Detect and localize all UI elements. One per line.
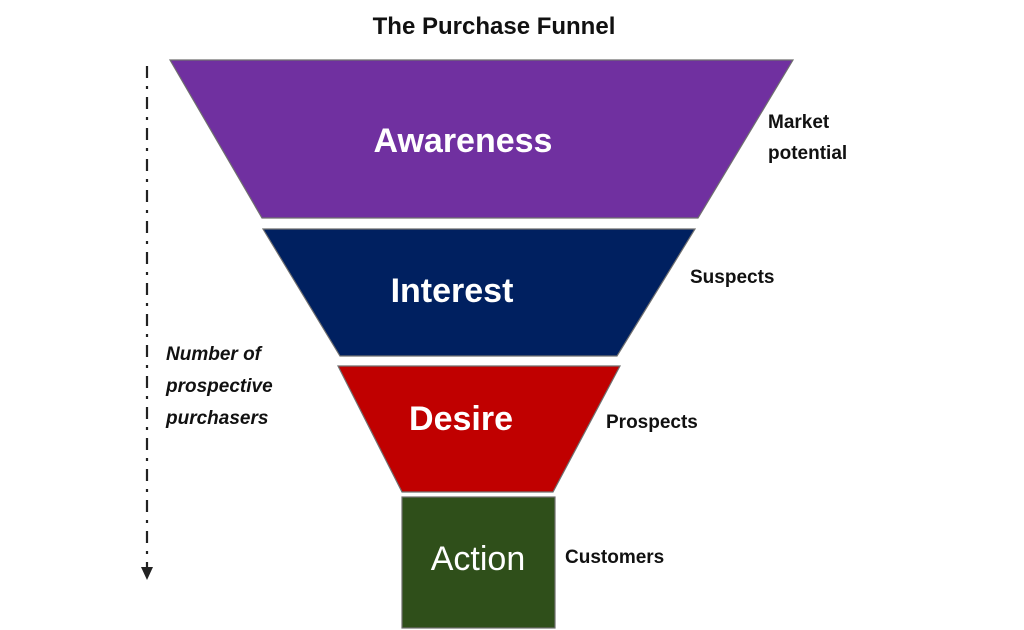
side-label-awareness-line-2: potential	[768, 143, 847, 164]
funnel-stage-action: Action Customers	[401, 496, 664, 629]
funnel-stage-desire: Desire Prospects	[337, 365, 698, 493]
stage-label-action: Action	[431, 540, 526, 578]
axis-label-line-3: purchasers	[165, 408, 268, 429]
stage-label-desire: Desire	[409, 400, 513, 438]
funnel-segment-awareness	[168, 59, 795, 219]
funnel-stage-awareness: Awareness Market potential	[168, 59, 847, 219]
side-label-interest: Suspects	[690, 267, 774, 288]
funnel-segment-interest	[261, 228, 697, 357]
stage-label-awareness: Awareness	[374, 122, 553, 160]
axis-label-line-1: Number of	[166, 344, 263, 365]
diagram-title: The Purchase Funnel	[373, 13, 616, 40]
side-label-action: Customers	[565, 547, 664, 568]
arrow-down-icon	[141, 567, 153, 580]
side-label-awareness-line-1: Market	[768, 112, 830, 133]
prospect-count-axis: Number of prospective purchasers	[141, 66, 273, 580]
side-label-desire: Prospects	[606, 412, 698, 433]
stage-label-interest: Interest	[391, 272, 514, 310]
funnel-segment-action	[401, 496, 556, 629]
funnel-segment-desire	[337, 365, 621, 493]
funnel-stage-interest: Interest Suspects	[261, 228, 774, 357]
axis-label-line-2: prospective	[165, 376, 273, 397]
